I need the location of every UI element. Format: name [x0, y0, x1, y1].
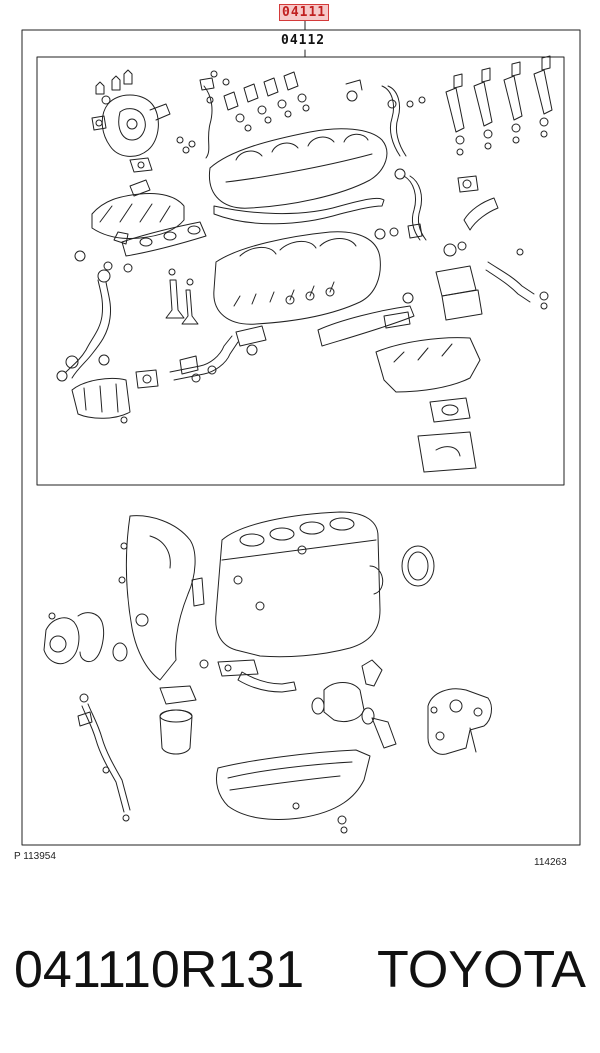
part-number: 041110R131	[14, 941, 305, 999]
callout-04111-highlighted[interactable]: 04111	[279, 4, 330, 21]
oil-pump	[160, 686, 196, 754]
injectors	[446, 56, 552, 155]
engine-block	[216, 512, 383, 657]
outer-frame	[22, 30, 580, 845]
vacuum-pipe	[204, 86, 212, 158]
illustration-ref-right: 114263	[534, 857, 567, 868]
oil-feed-pipe	[170, 336, 257, 380]
pipe-clamp	[207, 97, 213, 103]
timing-cover-gasket	[384, 266, 482, 328]
illustration-ref-left: P 113954	[14, 851, 56, 862]
part-caption: 041110R131 TOYOTA	[0, 935, 600, 1005]
oil-dipstick	[78, 694, 130, 821]
egr-valve	[57, 355, 158, 423]
seal-ring	[403, 293, 413, 303]
exploded-view-drawing	[0, 0, 600, 880]
oil-filter-bracket	[428, 689, 491, 755]
valve-cover-gasket	[214, 198, 384, 223]
intake-valves	[166, 269, 198, 324]
thermostat-housing	[312, 660, 396, 748]
rear-oil-seal	[402, 546, 434, 586]
fuel-pipe-right	[486, 249, 548, 309]
cylinder-head	[214, 232, 381, 324]
parts-diagram: 04111 04112 P 113954 114263	[0, 0, 600, 880]
turbo-housing	[92, 95, 170, 172]
pipe-bracket	[200, 78, 214, 90]
injector-seals-row	[211, 71, 309, 131]
head-gasket	[318, 306, 414, 346]
exhaust-manifold	[92, 180, 184, 244]
intake-manifold	[376, 338, 480, 472]
manifold-gasket	[122, 222, 206, 256]
small-parts-upper-right	[375, 86, 498, 256]
water-pump	[44, 613, 127, 664]
brand-name: TOYOTA	[377, 941, 586, 999]
callout-04112[interactable]: 04112	[281, 33, 326, 48]
fasteners-upper-left	[96, 70, 195, 153]
timing-cover	[119, 516, 208, 680]
oil-pan	[216, 750, 370, 833]
thermostat-bracket	[218, 660, 296, 692]
sensor-parts	[192, 326, 266, 382]
valve-cover	[209, 80, 386, 208]
egr-pipe	[66, 251, 132, 378]
inner-frame	[37, 57, 564, 485]
